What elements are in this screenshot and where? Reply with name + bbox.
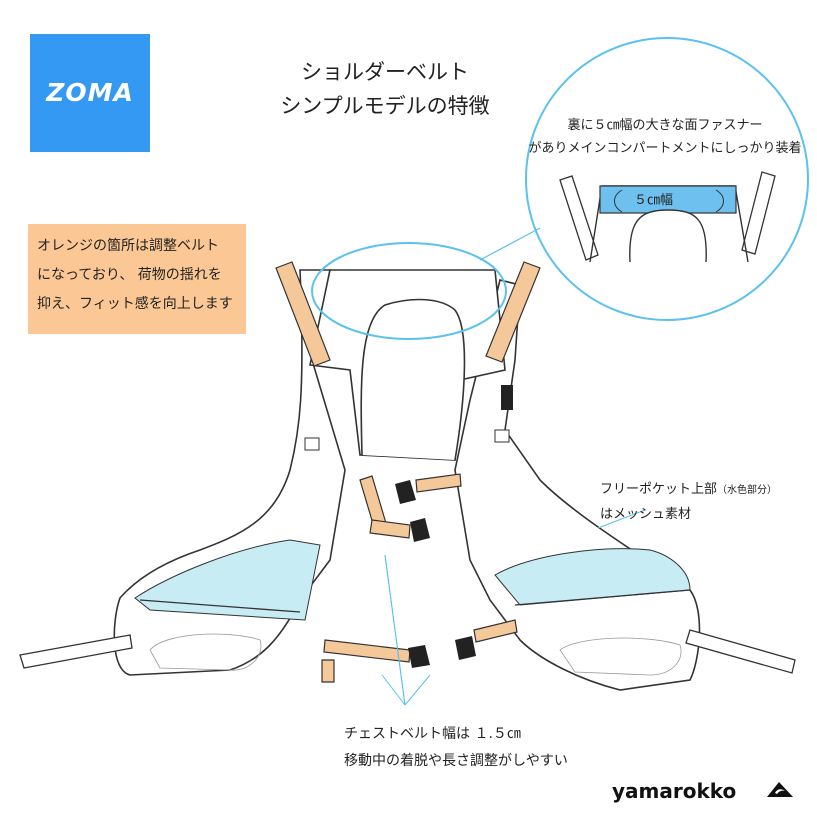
velcro-width-label: ５㎝幅 <box>634 193 673 208</box>
left-mesh-pocket <box>134 539 321 621</box>
chest-belt-label: チェストベルト幅は １.５㎝ 移動中の着脱や長さ調整がしやすい <box>344 721 568 775</box>
adjust-straps <box>275 261 541 683</box>
buckle-lower-left <box>408 645 430 668</box>
top-yoke <box>309 269 513 461</box>
chest-label-line-2: 移動中の着脱や長さ調整がしやすい <box>344 753 568 769</box>
right-top-adjust-strap <box>485 261 541 363</box>
left-top-adjust-strap <box>275 261 331 367</box>
mountain-logo-icon <box>767 782 793 797</box>
chest-strap-lower-tip <box>321 659 335 683</box>
chest-label-line-1: チェストベルト幅は １.５㎝ <box>344 726 521 742</box>
title-line-2: シンプルモデルの特徴 <box>280 94 490 118</box>
zip-pulls <box>304 429 510 451</box>
right-mesh-pocket <box>494 548 691 606</box>
title-line-1: ショルダーベルト <box>301 60 469 84</box>
chest-leader-line-3 <box>404 674 431 706</box>
zoma-logo-text: ZOMA <box>46 78 134 107</box>
right-shoulder-panel <box>454 279 796 691</box>
buckle-upper-mid <box>410 518 430 542</box>
velcro-highlight-ellipse <box>311 242 507 340</box>
left-side-strap <box>19 634 133 669</box>
page-title: ショルダーベルト シンプルモデルの特徴 <box>250 55 520 123</box>
right-side-strap <box>685 629 796 674</box>
chest-strap-lower <box>323 639 411 663</box>
buckle-upper-left <box>395 480 416 504</box>
left-shoulder-panel <box>19 269 346 676</box>
zoom-leader-line <box>479 227 541 261</box>
chest-strap-lower-right <box>473 619 518 643</box>
yamarokko-brand: yamarokko <box>612 779 737 803</box>
chest-leader-line-2 <box>381 674 406 706</box>
buckles <box>395 480 476 668</box>
note-line-1: オレンジの箇所は調整ベルト <box>37 238 219 254</box>
buckle-lower-right <box>455 636 476 660</box>
mesh-label-small: （水色部分） <box>717 485 778 496</box>
mesh-label-main: フリーポケット上部 <box>600 482 718 497</box>
velcro-patch <box>599 185 737 214</box>
note-line-2: になっており、 荷物の揺れを <box>37 267 222 283</box>
adjust-belt-note: オレンジの箇所は調整ベルト になっており、 荷物の揺れを 抑え、フィット感を向上… <box>28 224 246 334</box>
velcro-callout: 裏に５㎝幅の大きな面ファスナー がありメインコンパートメントにしっかり装着 <box>520 114 810 160</box>
note-line-3: 抑え、フィット感を向上します <box>37 296 233 312</box>
mesh-pocket-label: フリーポケット上部（水色部分） はメッシュ素材 <box>600 478 777 527</box>
callout-line-2: がありメインコンパートメントにしっかり装着 <box>528 141 802 156</box>
chest-strap-upper-right <box>415 473 462 493</box>
mesh-leader-line <box>597 509 646 529</box>
zoma-logo: ZOMA <box>30 34 150 152</box>
mesh-label-line-2: はメッシュ素材 <box>600 507 692 522</box>
brand-tag <box>501 385 513 410</box>
chest-strap-upper-mid <box>369 519 411 539</box>
zoom-detail <box>559 171 776 263</box>
callout-line-1: 裏に５㎝幅の大きな面ファスナー <box>567 118 763 133</box>
